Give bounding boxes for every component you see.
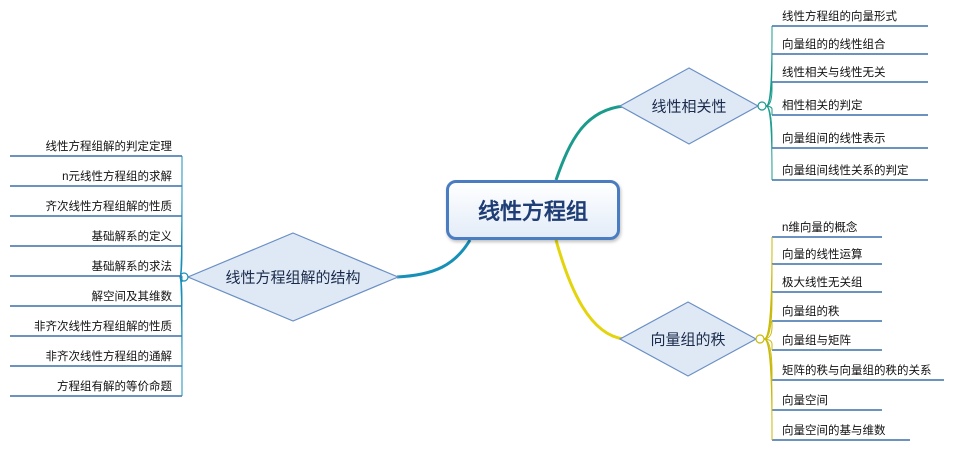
- leaf-linear-dependence-3[interactable]: 线性相关与线性无关: [782, 67, 886, 79]
- leaf-rank-8-connector: [763, 338, 773, 440]
- collapse-handle-rank[interactable]: [755, 334, 765, 344]
- leaf-rank-1[interactable]: n维向量的概念: [782, 222, 858, 234]
- collapse-handle-linear-dependence[interactable]: [757, 101, 767, 111]
- leaf-solution-structure-2[interactable]: n元线性方程组的求解: [62, 171, 172, 183]
- leaf-rank-5[interactable]: 向量组与矩阵: [782, 335, 851, 347]
- leaf-linear-dependence-5[interactable]: 向量组间的线性表示: [782, 133, 886, 145]
- leaf-solution-structure-9[interactable]: 方程组有解的等价命题: [57, 381, 172, 393]
- leaf-linear-dependence-4[interactable]: 相性相关的判定: [782, 100, 863, 112]
- connector-solution-structure: [396, 239, 472, 279]
- leaf-connectors: [10, 25, 944, 441]
- leaf-solution-structure-1[interactable]: 线性方程组解的判定定理: [45, 141, 173, 153]
- connector-linear-dependence: [554, 104, 625, 181]
- topic-label-rank: 向量组的秩: [650, 331, 726, 349]
- topic-label-solution-structure: 线性方程组解的结构: [225, 269, 361, 287]
- topic-diamond-linear-dependence[interactable]: [618, 67, 760, 145]
- leaf-linear-dependence-2[interactable]: 向量组的的线性组合: [782, 39, 886, 51]
- leaf-rank-3[interactable]: 极大线性无关组: [782, 277, 863, 289]
- leaf-solution-structure-7[interactable]: 非齐次线性方程组解的性质: [34, 321, 172, 333]
- leaf-solution-structure-4[interactable]: 基础解系的定义: [91, 231, 173, 243]
- leaf-solution-structure-6[interactable]: 解空间及其维数: [91, 291, 173, 303]
- topic-diamond-solution-structure[interactable]: [186, 232, 400, 322]
- leaf-linear-dependence-6[interactable]: 向量组间线性关系的判定: [782, 165, 909, 177]
- leaf-solution-structure-3[interactable]: 齐次线性方程组解的性质: [45, 201, 173, 213]
- leaf-rank-2[interactable]: 向量的线性运算: [782, 249, 863, 261]
- leaf-linear-dependence-1-connector: [765, 26, 773, 107]
- leaf-rank-8[interactable]: 向量空间的基与维数: [782, 425, 886, 437]
- topic-label-linear-dependence: 线性相关性: [651, 98, 727, 116]
- leaf-linear-dependence-1[interactable]: 线性方程组的向量形式: [782, 11, 897, 23]
- leaf-linear-dependence-6-connector: [765, 105, 773, 180]
- leaf-rank-6[interactable]: 矩阵的秩与向量组的秩的关系: [782, 365, 932, 377]
- leaf-rank-7[interactable]: 向量空间: [782, 395, 828, 407]
- topic-diamond-rank[interactable]: [618, 301, 758, 377]
- leaf-rank-4[interactable]: 向量组的秩: [782, 306, 840, 318]
- leaf-solution-structure-9-connector: [179, 276, 183, 396]
- central-topic[interactable]: 线性方程组: [446, 180, 620, 240]
- connector-rank: [554, 239, 625, 341]
- leaf-solution-structure-8[interactable]: 非齐次线性方程组的通解: [45, 351, 173, 363]
- leaf-solution-structure-5[interactable]: 基础解系的求法: [91, 261, 173, 273]
